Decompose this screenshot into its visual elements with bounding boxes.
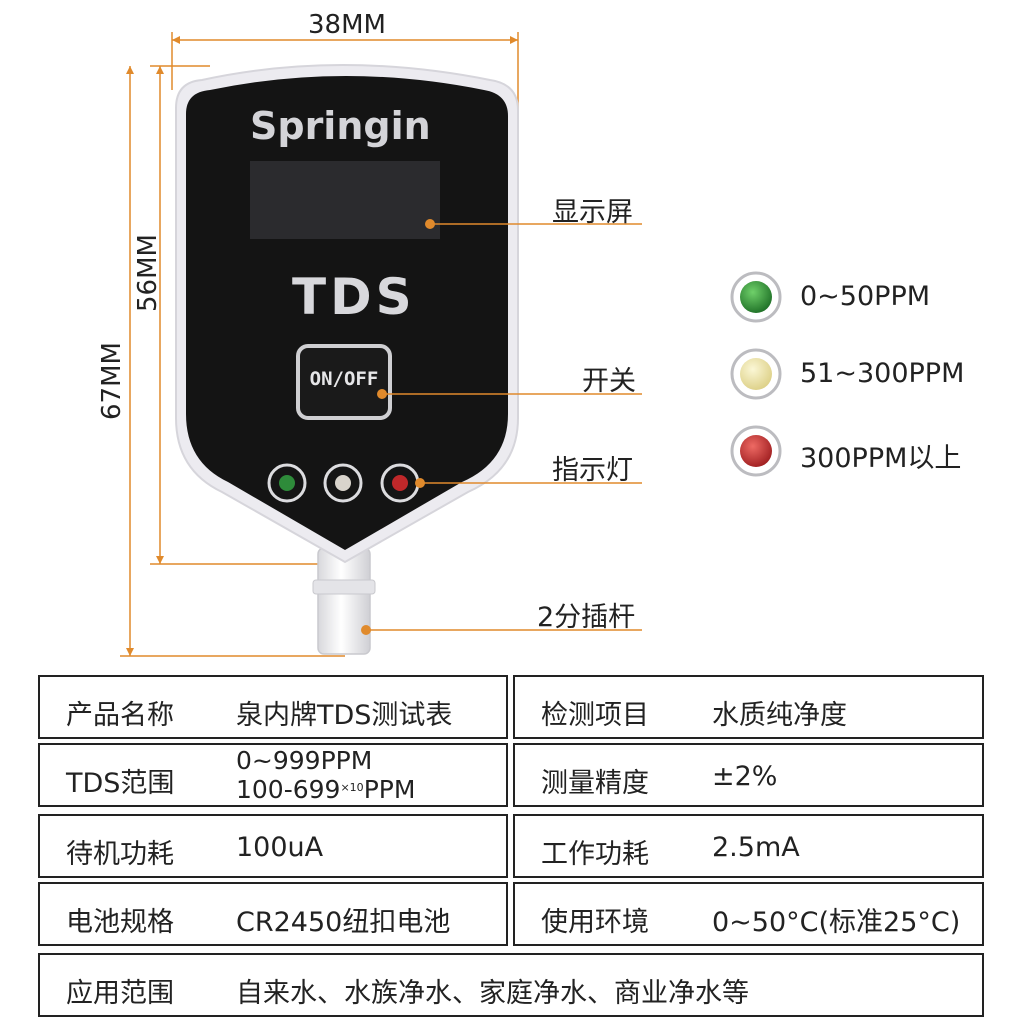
tds-range-main: 100-699 bbox=[236, 775, 341, 804]
model-label: TDS bbox=[292, 268, 416, 326]
spec-cell bbox=[513, 814, 984, 878]
callout-display: 显示屏 bbox=[552, 197, 633, 228]
dimension-lines bbox=[120, 32, 519, 657]
tds-range-unit: PPM bbox=[363, 775, 416, 804]
legend-label-red: 300PPM以上 bbox=[800, 443, 962, 474]
spec-label: 检测项目 bbox=[541, 700, 649, 731]
callout-switch: 开关 bbox=[582, 366, 636, 397]
spec-value: 自来水、水族净水、家庭净水、商业净水等 bbox=[236, 978, 749, 1009]
spec-value: CR2450纽扣电池 bbox=[236, 907, 451, 938]
spec-cell bbox=[513, 743, 984, 807]
device-indicators bbox=[267, 463, 420, 503]
spec-value: 0~50°C(标准25°C) bbox=[712, 907, 961, 938]
callout-probe: 2分插杆 bbox=[537, 602, 636, 633]
spec-cell bbox=[38, 814, 508, 878]
spec-label: TDS范围 bbox=[66, 768, 175, 799]
onoff-button-frame bbox=[296, 344, 392, 420]
total-height-dimension-label: 67MM bbox=[97, 342, 127, 420]
spec-label: 电池规格 bbox=[66, 907, 174, 938]
spec-label: 产品名称 bbox=[66, 700, 174, 731]
spec-label: 待机功耗 bbox=[66, 839, 174, 870]
callout-indicator: 指示灯 bbox=[552, 455, 633, 486]
tds-range-multiplier: ×10 bbox=[340, 781, 364, 794]
spec-value: 2.5mA bbox=[712, 832, 800, 863]
spec-cell bbox=[38, 675, 508, 739]
spec-cell bbox=[513, 675, 984, 739]
spec-label: 工作功耗 bbox=[541, 839, 649, 870]
spec-cell bbox=[513, 882, 984, 946]
spec-cell bbox=[38, 743, 508, 807]
spec-value: 水质纯净度 bbox=[712, 700, 847, 731]
device-diagram bbox=[120, 32, 782, 657]
brand-logo: Springin bbox=[250, 104, 431, 148]
screen-height-dimension-label: 56MM bbox=[133, 234, 163, 312]
spec-label: 应用范围 bbox=[66, 978, 174, 1009]
display-screen bbox=[250, 161, 440, 239]
spec-label: 测量精度 bbox=[541, 768, 649, 799]
spec-value: 0~999PPM bbox=[236, 746, 373, 775]
spec-value: 泉内牌TDS测试表 bbox=[236, 700, 453, 731]
spec-label: 使用环境 bbox=[541, 907, 649, 938]
legend-label-green: 0~50PPM bbox=[800, 281, 931, 312]
spec-cell bbox=[38, 882, 508, 946]
onoff-button[interactable]: ON/OFF bbox=[309, 368, 379, 390]
legend-label-yellow: 51~300PPM bbox=[800, 358, 965, 389]
spec-cell-wide bbox=[38, 953, 984, 1017]
probe-rod bbox=[312, 547, 376, 655]
spec-value-line2: 100-699×10PPM bbox=[236, 776, 415, 804]
width-dimension-label: 38MM bbox=[308, 10, 386, 40]
spec-value: 100uA bbox=[236, 832, 324, 863]
spec-value: ±2% bbox=[712, 761, 778, 792]
legend-dots bbox=[730, 271, 782, 477]
